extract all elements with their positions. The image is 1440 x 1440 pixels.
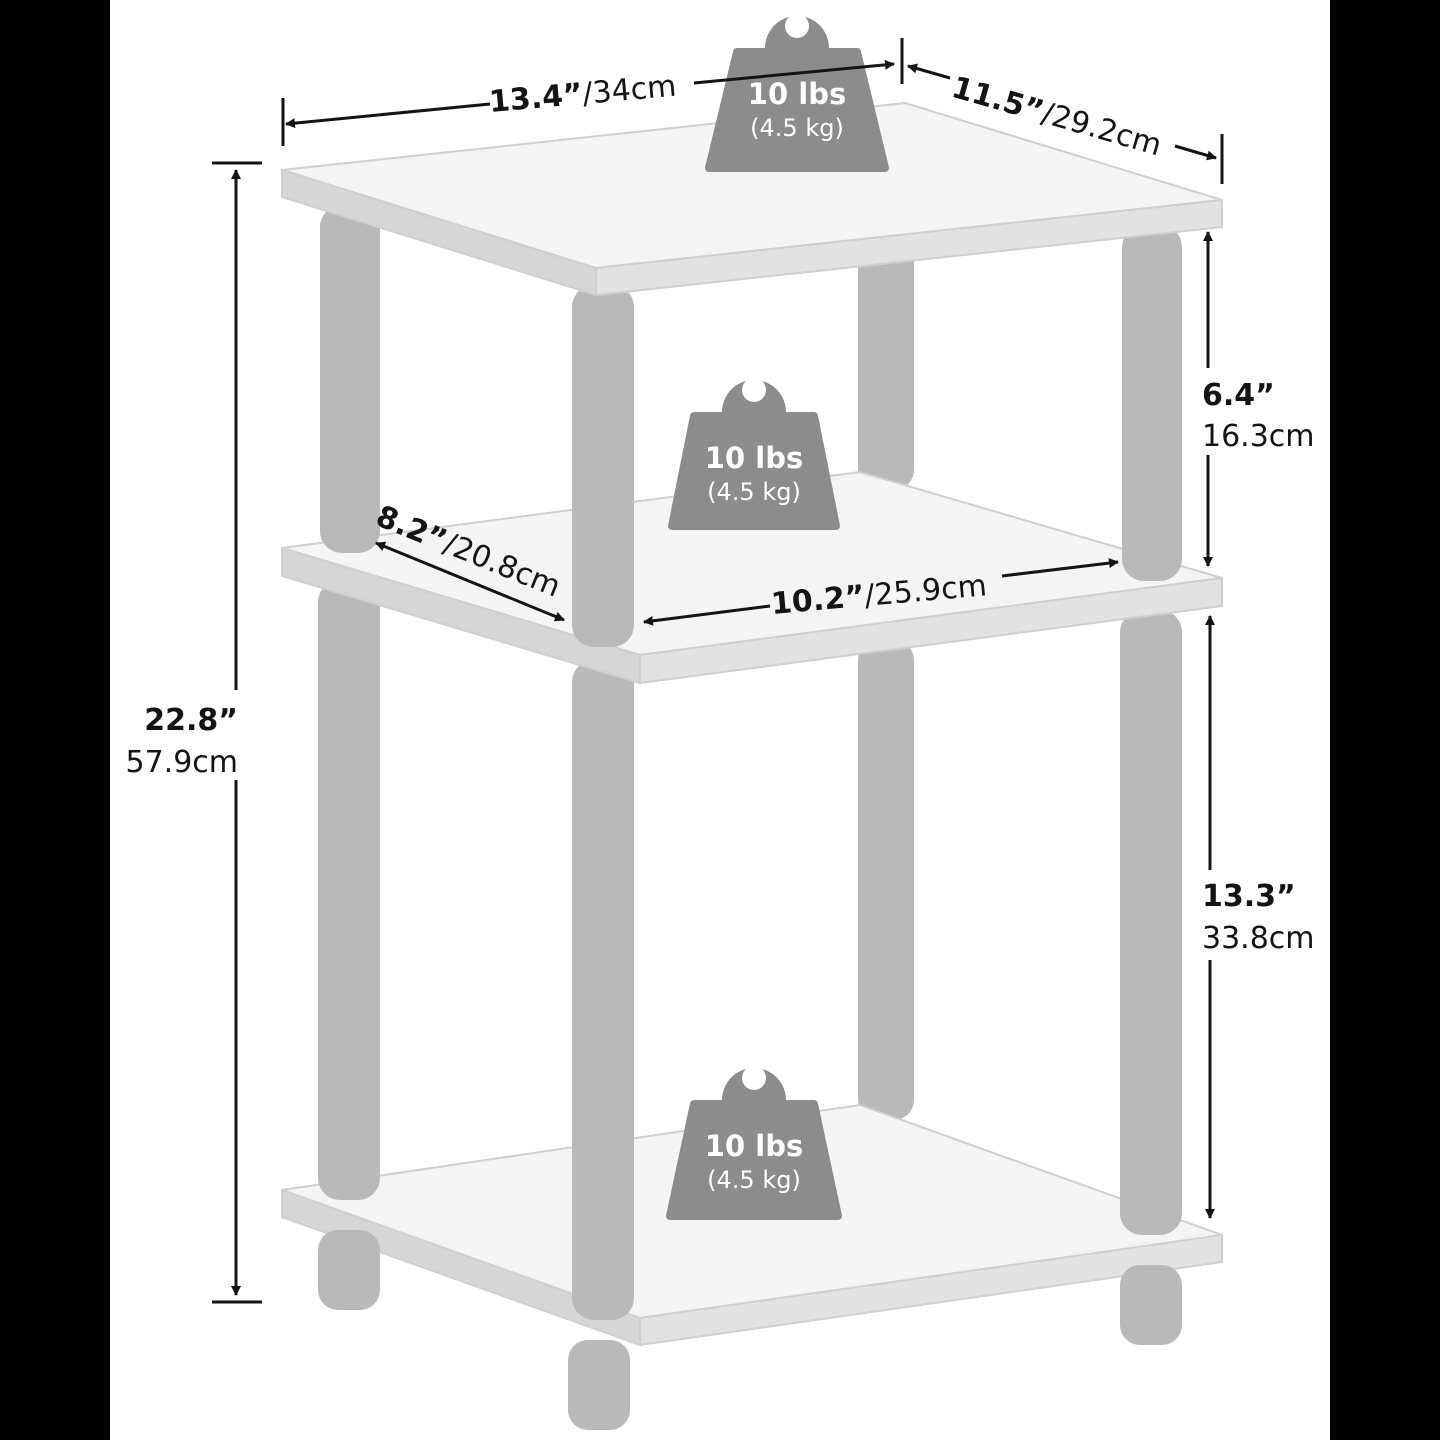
width-in: 13.4” bbox=[488, 77, 584, 120]
inner-depth-line bbox=[375, 541, 565, 622]
weight-icon bbox=[668, 378, 840, 530]
width-label: 13.4”/34cm bbox=[488, 69, 678, 120]
weight-kg: (4.5 kg) bbox=[707, 478, 801, 506]
lower-gap-cm: 33.8cm bbox=[1202, 921, 1315, 956]
weight-icon bbox=[705, 14, 889, 172]
leg-front-upper bbox=[572, 285, 634, 647]
inner-width-in: 10.2” bbox=[770, 579, 866, 622]
top-shelf bbox=[281, 101, 1223, 297]
weight-icon bbox=[666, 1066, 842, 1220]
width-line-left bbox=[285, 102, 491, 129]
height-in: 22.8” bbox=[144, 703, 238, 738]
weight-tag-top: 10 lbs (4.5 kg) bbox=[705, 14, 889, 172]
weight-lbs: 10 lbs bbox=[748, 77, 846, 111]
leg-back-right-lower bbox=[858, 640, 914, 1120]
upper-gap-in: 6.4” bbox=[1202, 378, 1275, 413]
depth-line-right bbox=[1174, 144, 1217, 161]
width-line-right bbox=[693, 59, 895, 85]
foot-back-left bbox=[318, 1230, 380, 1310]
depth-line-left bbox=[907, 63, 951, 80]
leg-front-lower bbox=[572, 660, 634, 1320]
lower-legs bbox=[318, 580, 1182, 1320]
weight-kg: (4.5 kg) bbox=[750, 114, 844, 142]
height-cm: 57.9cm bbox=[125, 745, 238, 780]
upper-legs bbox=[320, 205, 1182, 647]
leg-right-lower bbox=[1120, 610, 1182, 1235]
weight-tag-bottom: 10 lbs (4.5 kg) bbox=[666, 1066, 842, 1220]
dimension-lines bbox=[212, 38, 1224, 1304]
inner-width-line-left bbox=[643, 604, 771, 626]
lower-gap-in: 13.3” bbox=[1202, 879, 1296, 914]
upper-gap-cm: 16.3cm bbox=[1202, 419, 1315, 454]
leg-right-upper bbox=[1122, 225, 1182, 581]
feet bbox=[318, 1230, 1182, 1430]
weight-tag-middle: 10 lbs (4.5 kg) bbox=[668, 378, 840, 530]
leg-left-upper bbox=[320, 205, 380, 553]
back-legs bbox=[858, 230, 914, 1120]
foot-front bbox=[568, 1340, 630, 1430]
leg-left-lower bbox=[318, 580, 380, 1200]
weight-lbs: 10 lbs bbox=[705, 1129, 803, 1163]
inner-width-line-right bbox=[1001, 558, 1119, 578]
weight-kg: (4.5 kg) bbox=[707, 1166, 801, 1194]
leg-back-right-upper bbox=[858, 230, 914, 490]
weight-lbs: 10 lbs bbox=[705, 441, 803, 475]
foot-front-right bbox=[1120, 1265, 1182, 1345]
width-cm: /34cm bbox=[581, 69, 678, 112]
